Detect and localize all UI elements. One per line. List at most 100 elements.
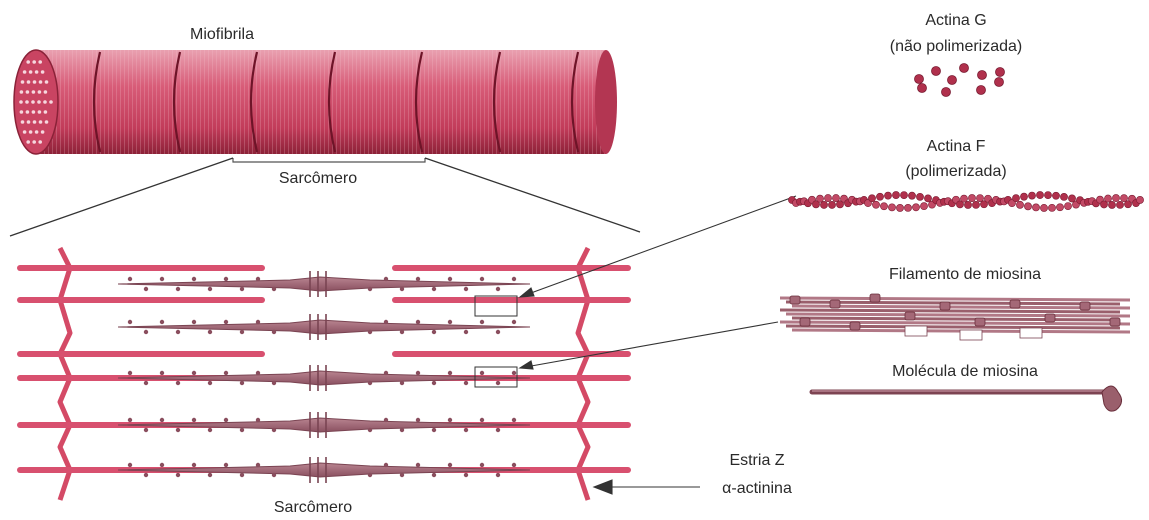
f-actin-bead bbox=[820, 201, 827, 208]
myofibril-cylinder bbox=[14, 50, 617, 154]
g-actin-monomers bbox=[915, 64, 1005, 97]
myosin-light-patch bbox=[960, 330, 982, 340]
myosin-head-bead bbox=[208, 287, 212, 291]
f-actin-bead bbox=[1028, 192, 1035, 199]
filament-dot bbox=[32, 140, 36, 144]
myosin-head-bead bbox=[512, 371, 516, 375]
z-line bbox=[578, 248, 588, 500]
myosin-pointer bbox=[520, 322, 778, 368]
myosin-head-block bbox=[790, 296, 800, 304]
myosin-tail-strand bbox=[780, 322, 1130, 324]
myosin-head bbox=[1102, 386, 1122, 411]
myosin-head-bead bbox=[144, 287, 148, 291]
filament-dot bbox=[44, 110, 48, 114]
filament-dot bbox=[38, 110, 42, 114]
myosin-head-bead bbox=[496, 381, 500, 385]
actin-monomer bbox=[932, 67, 941, 76]
myosin-head-bead bbox=[144, 330, 148, 334]
f-actin-bead bbox=[964, 201, 971, 208]
f-actin-bead bbox=[912, 204, 919, 211]
actin-monomer bbox=[977, 86, 986, 95]
myosin-head-bead bbox=[192, 320, 196, 324]
actin-monomer bbox=[942, 88, 951, 97]
f-actin-bead bbox=[1060, 193, 1067, 200]
f-actin-bead bbox=[960, 195, 967, 202]
myosin-head-bead bbox=[176, 330, 180, 334]
filament-dot bbox=[21, 120, 25, 124]
f-actin-bead bbox=[816, 195, 823, 202]
myosin-tail-strand bbox=[792, 306, 1130, 308]
f-actin-bead bbox=[924, 195, 931, 202]
myosin-head-block bbox=[1010, 300, 1020, 308]
myosin-head-bead bbox=[176, 287, 180, 291]
myosin-head-bead bbox=[448, 463, 452, 467]
myosin-head-bead bbox=[144, 381, 148, 385]
filament-dot bbox=[45, 120, 49, 124]
actin-g-title: Actina G bbox=[925, 12, 986, 29]
f-actin-bead bbox=[1112, 194, 1119, 201]
myosin-head-bead bbox=[416, 463, 420, 467]
f-actin-bead bbox=[976, 194, 983, 201]
z-line-arrowhead bbox=[594, 480, 612, 494]
filament-dot bbox=[32, 110, 36, 114]
myosin-head-bead bbox=[224, 277, 228, 281]
myosin-arrowhead bbox=[520, 361, 533, 369]
actin-arrowhead bbox=[520, 288, 534, 297]
f-actin-bead bbox=[1136, 196, 1143, 203]
filament-dot bbox=[39, 120, 43, 124]
myosin-head-bead bbox=[368, 381, 372, 385]
filament-dot bbox=[29, 70, 33, 74]
f-actin-bead bbox=[908, 192, 915, 199]
z-line bbox=[60, 248, 70, 500]
myosin-head-bead bbox=[272, 381, 276, 385]
f-actin-bead bbox=[1032, 204, 1039, 211]
filament-dot bbox=[26, 110, 30, 114]
myosin-head-bead bbox=[192, 463, 196, 467]
f-actin-bead bbox=[1044, 192, 1051, 199]
f-actin-bead bbox=[904, 204, 911, 211]
myosin-head-bead bbox=[272, 330, 276, 334]
filament-dot bbox=[33, 80, 37, 84]
myosin-head-bead bbox=[384, 320, 388, 324]
myosin-head-bead bbox=[496, 473, 500, 477]
filament-dot bbox=[38, 60, 42, 64]
actin-f-subtitle: (polimerizada) bbox=[905, 163, 1006, 180]
myosin-head-bead bbox=[144, 428, 148, 432]
myosin-head-bead bbox=[176, 428, 180, 432]
myosin-head-bead bbox=[272, 287, 276, 291]
myosin-head-bead bbox=[128, 277, 132, 281]
f-actin-bead bbox=[1104, 195, 1111, 202]
actin-monomer bbox=[995, 78, 1004, 87]
myosin-head-bead bbox=[400, 330, 404, 334]
myosin-head-bead bbox=[464, 473, 468, 477]
f-actin-bead bbox=[1064, 202, 1071, 209]
myosin-head-block bbox=[830, 300, 840, 308]
myosin-head-bead bbox=[400, 381, 404, 385]
f-actin-bead bbox=[824, 194, 831, 201]
myosin-head-bead bbox=[192, 277, 196, 281]
myosin-head-block bbox=[905, 312, 915, 320]
myosin-head-bead bbox=[160, 371, 164, 375]
myosin-head-bead bbox=[432, 428, 436, 432]
myosin-head-bead bbox=[240, 473, 244, 477]
filament-dot bbox=[33, 120, 37, 124]
myosin-head-bead bbox=[240, 381, 244, 385]
myosin-head-block bbox=[850, 322, 860, 330]
myosin-head-bead bbox=[416, 277, 420, 281]
f-actin-bead bbox=[1108, 201, 1115, 208]
f-actin-bead bbox=[1052, 192, 1059, 199]
myosin-head-bead bbox=[144, 473, 148, 477]
actin-monomer bbox=[978, 71, 987, 80]
alpha-actinin-label: α-actinina bbox=[722, 480, 792, 497]
actin-monomer bbox=[948, 76, 957, 85]
f-actin-bead bbox=[828, 201, 835, 208]
f-actin-bead bbox=[872, 201, 879, 208]
myosin-head-bead bbox=[400, 287, 404, 291]
myosin-head-bead bbox=[400, 473, 404, 477]
f-actin-bead bbox=[1048, 204, 1055, 211]
myosin-head-bead bbox=[256, 320, 260, 324]
myosin-head-bead bbox=[400, 428, 404, 432]
myosin-head-bead bbox=[224, 320, 228, 324]
myosin-head-bead bbox=[512, 320, 516, 324]
